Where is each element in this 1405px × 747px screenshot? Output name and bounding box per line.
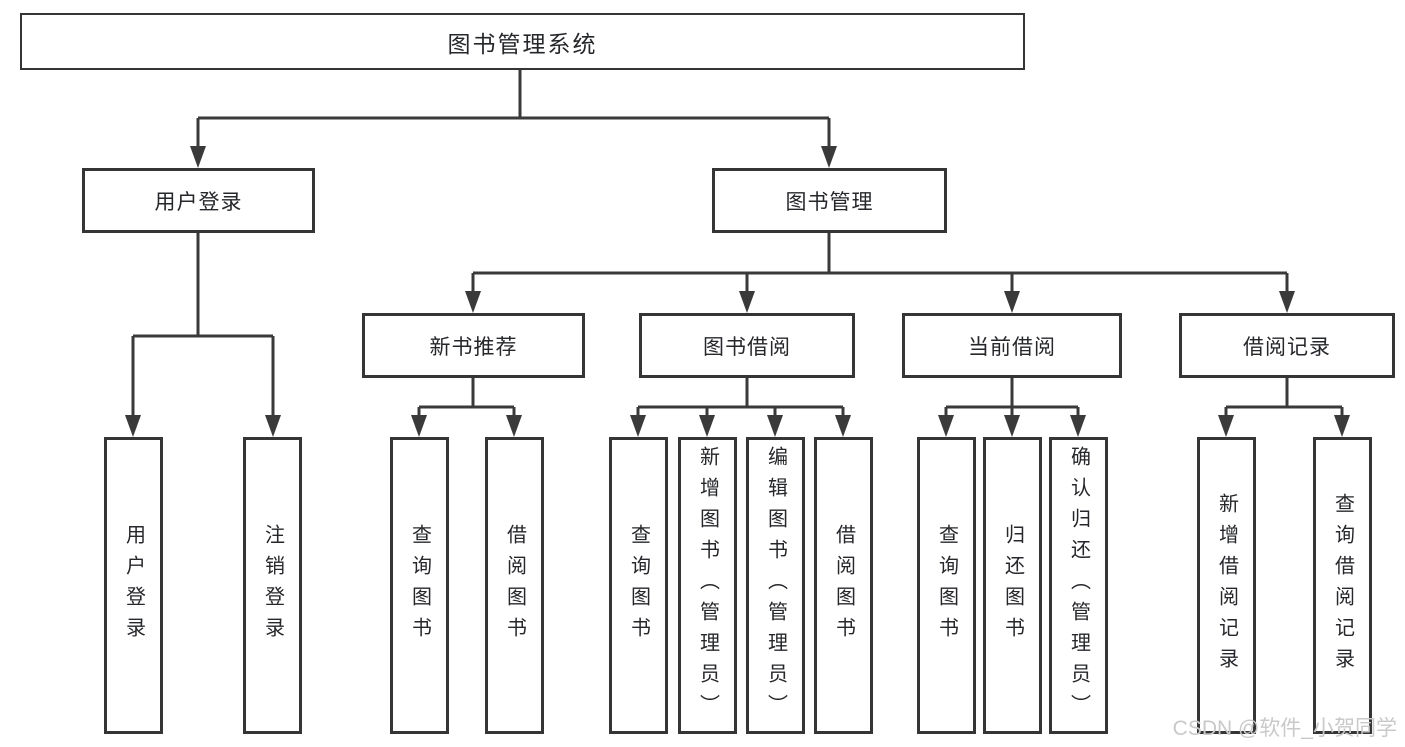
arrowhead xyxy=(938,415,954,437)
node-label: 图书管理系统 xyxy=(447,30,598,57)
leaf-user-login: 用户登录 xyxy=(104,437,163,734)
leaf-label: 借阅图书 xyxy=(503,523,526,648)
arrowhead xyxy=(1070,415,1086,437)
leaf-return-book: 归还图书 xyxy=(983,437,1042,734)
arrowheads xyxy=(125,146,1350,437)
leaf-borrow-books: 借阅图书 xyxy=(814,437,873,734)
csdn-watermark: CSDN @软件_小贺同学 xyxy=(1172,717,1397,740)
arrowhead xyxy=(506,415,522,437)
arrowhead xyxy=(821,146,837,168)
leaf-query-books-borrow: 查询图书 xyxy=(609,437,668,734)
leaf-borrow-books-recommend: 借阅图书 xyxy=(485,437,544,734)
arrowhead xyxy=(265,415,281,437)
leaf-label: 注销登录 xyxy=(261,523,284,648)
arrowhead xyxy=(835,415,851,437)
arrowhead xyxy=(767,415,783,437)
leaf-query-borrow-record: 查询借阅记录 xyxy=(1313,437,1372,734)
arrowhead xyxy=(411,415,427,437)
node-current-borrowing: 当前借阅 xyxy=(902,313,1122,378)
node-label: 图书借阅 xyxy=(703,335,791,359)
arrowhead xyxy=(739,291,755,313)
leaf-query-books-current: 查询图书 xyxy=(917,437,976,734)
node-new-book-recommendation: 新书推荐 xyxy=(362,313,585,378)
node-borrowing-records: 借阅记录 xyxy=(1179,313,1395,378)
node-label: 新书推荐 xyxy=(429,335,518,359)
arrowhead xyxy=(190,146,206,168)
arrowhead xyxy=(630,415,646,437)
leaf-label: 查询借阅记录 xyxy=(1331,492,1354,679)
arrowhead xyxy=(1218,415,1234,437)
leaf-label: 用户登录 xyxy=(122,523,145,648)
leaf-add-borrow-record: 新增借阅记录 xyxy=(1197,437,1256,734)
arrowhead xyxy=(125,415,141,437)
arrowhead xyxy=(1004,415,1020,437)
arrowhead xyxy=(465,291,481,313)
leaf-confirm-return-admin: 确认归还（管理员） xyxy=(1049,437,1108,734)
leaf-label: 新增图书（管理员） xyxy=(696,446,719,725)
leaf-label: 查询图书 xyxy=(935,523,958,648)
node-label: 图书管理 xyxy=(785,190,874,214)
leaf-label: 借阅图书 xyxy=(832,523,855,648)
leaf-label: 确认归还（管理员） xyxy=(1067,446,1090,725)
leaf-edit-book-admin: 编辑图书（管理员） xyxy=(746,437,805,734)
leaf-logout: 注销登录 xyxy=(243,437,302,734)
node-label: 借阅记录 xyxy=(1243,335,1331,359)
node-label: 用户登录 xyxy=(154,190,243,214)
node-user-login: 用户登录 xyxy=(82,168,315,233)
leaf-query-books-recommend: 查询图书 xyxy=(390,437,449,734)
leaf-label: 归还图书 xyxy=(1001,523,1024,648)
node-book-management: 图书管理 xyxy=(712,168,947,233)
node-library-management-system: 图书管理系统 xyxy=(20,13,1025,70)
arrowhead xyxy=(699,415,715,437)
leaf-label: 查询图书 xyxy=(627,523,650,648)
leaf-add-book-admin: 新增图书（管理员） xyxy=(678,437,737,734)
leaf-label: 查询图书 xyxy=(408,523,431,648)
connector-lines xyxy=(131,70,1344,416)
arrowhead xyxy=(1279,291,1295,313)
arrowhead xyxy=(1334,415,1350,437)
leaf-label: 新增借阅记录 xyxy=(1215,492,1238,679)
node-label: 当前借阅 xyxy=(968,335,1056,359)
leaf-label: 编辑图书（管理员） xyxy=(764,446,787,725)
arrowhead xyxy=(1004,291,1020,313)
node-book-borrowing: 图书借阅 xyxy=(639,313,855,378)
